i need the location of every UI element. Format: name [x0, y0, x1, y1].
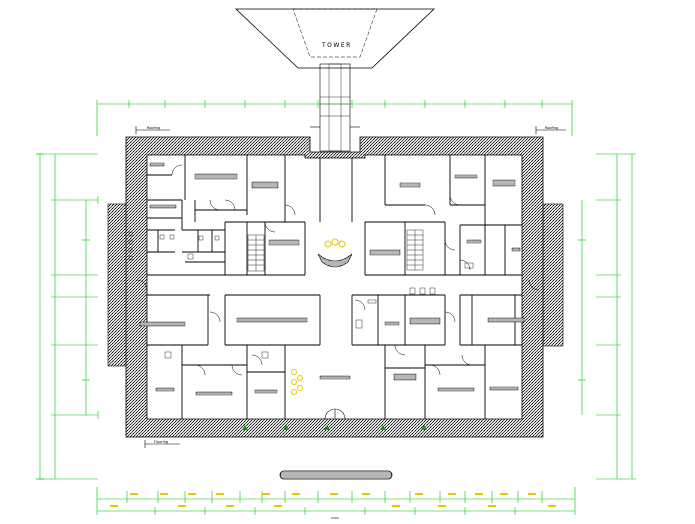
- stairs-left: [247, 234, 265, 272]
- dimension-values-bottom: [110, 493, 556, 507]
- lobby-fixtures: [291, 369, 303, 395]
- stairs-right: [406, 229, 424, 271]
- floor-label: Flooring: [154, 440, 168, 444]
- outer-wall: [125, 136, 544, 438]
- main-entrance: [324, 408, 346, 420]
- tower-label: TOWER: [321, 42, 352, 49]
- dimension-line-right: [578, 153, 636, 480]
- dimension-line-left: [36, 153, 99, 480]
- right-wing: [542, 203, 564, 347]
- interior-walls: [147, 155, 522, 419]
- doors: [136, 164, 540, 376]
- floor-label-marker: [144, 440, 180, 448]
- dimension-line-bottom: [96, 487, 576, 515]
- room-label-boxes: [139, 162, 525, 396]
- roof-label-left: Roofing: [147, 126, 160, 130]
- roof-label-markers: [135, 126, 566, 134]
- fixtures: [128, 231, 474, 359]
- scale-bar: [279, 470, 393, 480]
- dimension-line-top: [96, 100, 573, 136]
- tower: TOWER: [234, 8, 436, 152]
- total-dimension: 5300: [331, 516, 339, 520]
- reception-desk: [317, 238, 353, 268]
- left-wing: [107, 203, 129, 367]
- landscape-trees: [242, 425, 427, 430]
- roof-label-right: Roofing: [545, 126, 558, 130]
